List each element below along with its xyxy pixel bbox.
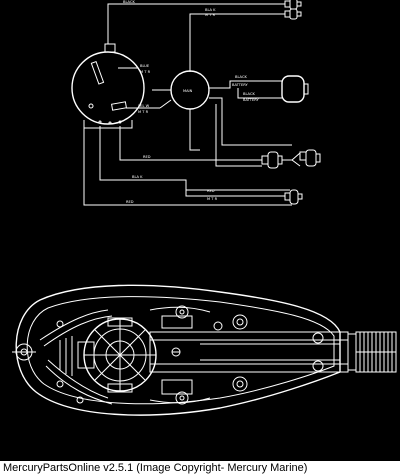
wire-black-mid: BLA K: [99, 126, 290, 191]
connector-top-2: [284, 8, 302, 20]
threaded-cap: [347, 331, 397, 373]
wiring-schematic: BLACK BLA K M T R: [71, 0, 321, 206]
label-red-bottom: RED: [126, 200, 134, 204]
wire-red-bottom: RED: [83, 128, 292, 206]
label-red-mtr2: M T R: [207, 197, 218, 201]
label-battery: BATTERY: [232, 83, 249, 87]
wire-black-mtr: BLA K M T R: [189, 8, 285, 72]
wire-red-mid: RED: [119, 109, 262, 161]
label-battery2: BATTERY: [243, 98, 260, 102]
shaft-tube: [149, 331, 349, 373]
label-black-battery: BLACK: [235, 75, 247, 79]
label-black-top: BLACK: [123, 0, 135, 4]
diagram-canvas: BLACK BLA K M T R: [12, 0, 397, 416]
label-red: RED: [143, 155, 151, 159]
label-red-mtr: RED: [207, 189, 215, 193]
label-black-mtr: BLA K: [205, 8, 216, 12]
label-blue: BLUE: [140, 64, 150, 68]
copyright-text: MercuryPartsOnline v2.5.1 (Image Copyrig…: [3, 462, 308, 474]
label-main: MAIN: [183, 89, 193, 93]
wire-trunk: [209, 97, 292, 167]
label-black-battery2: BLACK: [243, 92, 255, 96]
connector-top-1: [284, 0, 302, 10]
mount-bosses: [56, 305, 324, 405]
label-yellow-mtr: M T R: [138, 110, 149, 114]
armature: [83, 317, 157, 393]
label-black-mid: BLA K: [132, 175, 143, 179]
connector-mid: [261, 149, 321, 169]
label-yellow: YEL W: [138, 104, 150, 108]
wire-battery: BLACK BATTERY BLACK BATTERY: [209, 75, 309, 103]
wire-bundle: [39, 306, 211, 405]
footer-bar: MercuryPartsOnline v2.5.1 (Image Copyrig…: [0, 461, 400, 475]
wire-red-mtr: RED M T R: [185, 189, 303, 205]
motor-switch: BLUE M T R: [71, 43, 151, 129]
main-solenoid: MAIN YEL W M T R: [126, 70, 210, 114]
label-mtr: M T R: [205, 13, 216, 17]
motor-housing: [12, 284, 397, 416]
housing-nose: [12, 343, 36, 361]
wire-black-top: BLACK: [107, 0, 285, 44]
label-blue-mtr: M T R: [140, 70, 151, 74]
